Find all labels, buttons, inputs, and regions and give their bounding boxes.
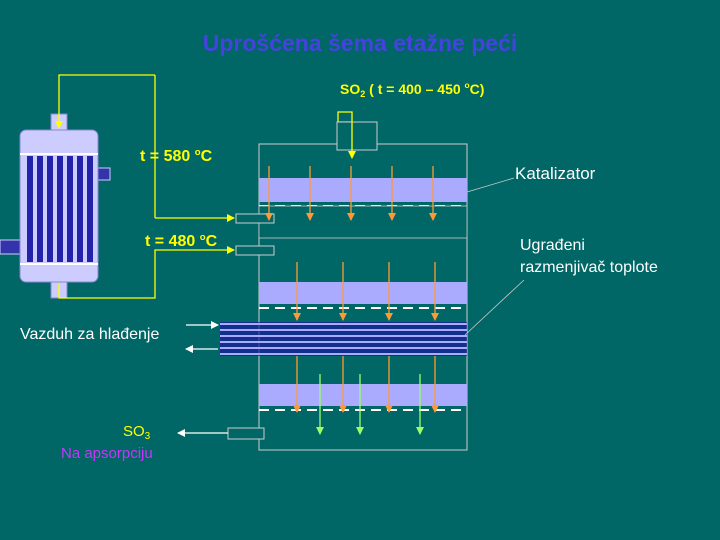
so3-formula: SO <box>123 423 145 440</box>
so2-inlet-label: SO2 ( t = 400 – 450 oC) <box>340 80 484 99</box>
cooling-air-arrows <box>185 321 219 353</box>
absorption-label: Na apsorpciju <box>61 445 153 462</box>
so2-unit: C) <box>469 81 485 97</box>
katalizator-label: Katalizator <box>515 164 596 183</box>
flow-arrows <box>265 122 439 435</box>
page-title: Uprošćena šema etažne peći <box>202 30 518 56</box>
leader-lines <box>464 177 525 336</box>
so3-subscript: 3 <box>144 431 151 442</box>
exchanger-tubes <box>27 156 93 262</box>
so3-label: SO3 <box>123 423 150 442</box>
connecting-pipes <box>55 74 353 299</box>
so2-subscript: 2 <box>360 89 366 99</box>
catalyst-bed-1 <box>259 178 467 202</box>
temperature-480-label: t = 480 oC <box>145 232 217 251</box>
catalyst-bed-2 <box>259 282 467 304</box>
temperature-580-label: t = 580 oC <box>140 147 212 166</box>
so2-formula: SO <box>340 81 361 97</box>
t580-value: t = 580 <box>140 148 195 165</box>
built-in-coil <box>220 322 467 356</box>
catalyst-bed-3 <box>259 384 467 406</box>
t580-degree: o <box>194 147 201 158</box>
heat-exchanger-label-line1: Ugrađeni <box>520 237 585 254</box>
t480-unit: C <box>205 233 218 250</box>
cooling-air-label: Vazduh za hlađenje <box>20 326 160 343</box>
heat-exchanger-label-line2: razmenjivač toplote <box>520 259 658 276</box>
t480-degree: o <box>199 232 206 243</box>
reactor <box>220 121 468 451</box>
heat-exchanger-label: Ugrađeni razmenjivač toplote <box>520 235 658 279</box>
so2-temp-range: ( t = 400 – 450 <box>365 81 465 97</box>
external-heat-exchanger <box>0 113 111 299</box>
t580-unit: C <box>200 148 213 165</box>
so2-degree: o <box>464 80 470 90</box>
t480-value: t = 480 <box>145 233 200 250</box>
